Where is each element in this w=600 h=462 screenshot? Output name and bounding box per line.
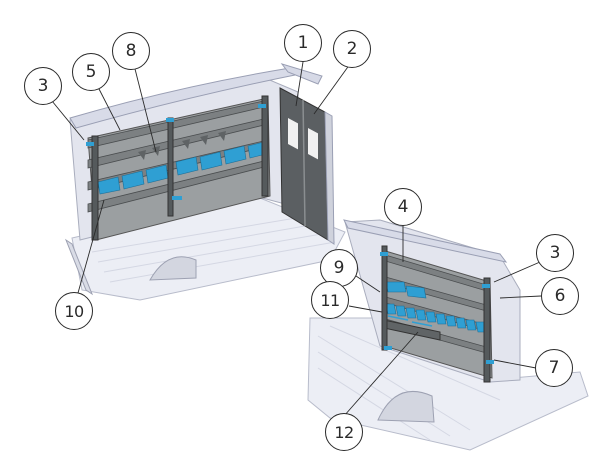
callout-10: 10 <box>55 292 93 330</box>
callout-2: 2 <box>333 30 371 68</box>
callout-6: 6 <box>541 277 579 315</box>
callout-3-right: 3 <box>536 234 574 272</box>
left-van-view <box>64 63 346 301</box>
callout-1: 1 <box>284 24 322 62</box>
callout-4: 4 <box>384 188 422 226</box>
callout-12: 12 <box>325 413 363 451</box>
callout-8: 8 <box>112 32 150 70</box>
leader-lines <box>51 61 542 417</box>
callout-5: 5 <box>72 53 110 91</box>
callout-7: 7 <box>535 349 573 387</box>
callout-9: 9 <box>320 249 358 287</box>
callout-3-left: 3 <box>24 67 62 105</box>
right-van-view <box>307 219 589 451</box>
callout-11: 11 <box>311 281 349 319</box>
